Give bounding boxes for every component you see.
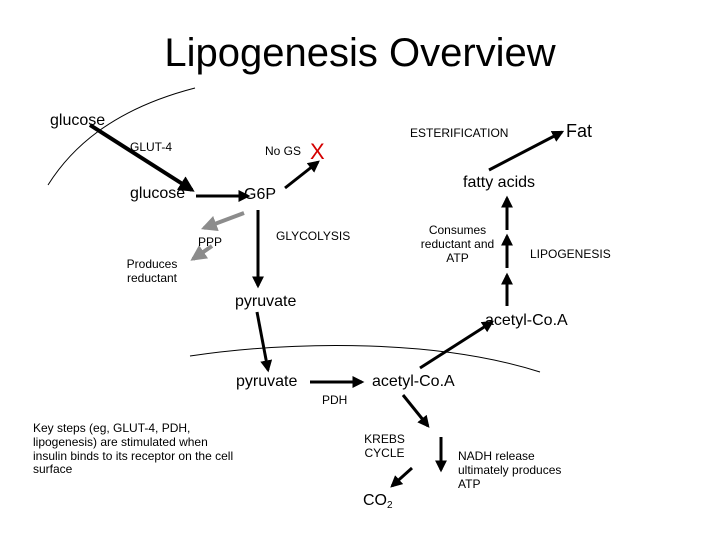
arrow-ppp-in [201,211,245,231]
produces-reductant-label: Produces reductant [126,257,178,285]
acetylcoa-cytosol-label: acetyl-Co.A [485,312,568,329]
arrow-acetylcoa-export [419,320,495,370]
fatty-acids-label: fatty acids [463,174,536,191]
cell-membrane-curve [47,87,196,186]
lipogenesis-label: LIPOGENESIS [530,247,611,261]
pyruvate-cytosol-label: pyruvate [235,293,297,310]
consumes-reductant-label: Consumes reductant and ATP [420,223,495,265]
acetylcoa-mitochondria-label: acetyl-Co.A [372,373,455,390]
arrow-pyruvate-transport [255,311,273,373]
nadh-release-label: NADH release ultimately produces ATP [458,449,562,491]
ppp-label: PPP [198,235,223,249]
arrow-krebs-to-co2 [390,466,414,488]
arrow-esterification [488,130,565,172]
krebs-cycle-label: KREBS CYCLE [364,432,405,460]
co2-label: CO2 [363,492,393,511]
arrow-krebs-entry [401,394,430,428]
glucose-intracellular-label: glucose [130,185,186,202]
co2-subscript: 2 [387,500,393,511]
no-gs-label: No GS [265,144,302,158]
fat-label: Fat [566,121,593,141]
esterification-label: ESTERIFICATION [410,126,509,140]
arrow-ppp-out [190,244,214,261]
blocked-x-mark: X [310,139,325,164]
arrow-glucose-transport [88,123,195,192]
glycolysis-label: GLYCOLYSIS [276,229,351,243]
page-title: Lipogenesis Overview [164,31,556,75]
glucose-extracellular-label: glucose [50,112,106,129]
mitochondrial-membrane-curve [189,344,541,373]
glut4-label: GLUT-4 [130,140,173,154]
pyruvate-mitochondria-label: pyruvate [236,373,298,390]
g6p-label: G6P [244,186,277,203]
arrow-g6p-to-glycogen [284,160,320,190]
pdh-label: PDH [322,393,348,407]
key-steps-note: Key steps (eg, GLUT-4, PDH, lipogenesis)… [33,421,234,477]
